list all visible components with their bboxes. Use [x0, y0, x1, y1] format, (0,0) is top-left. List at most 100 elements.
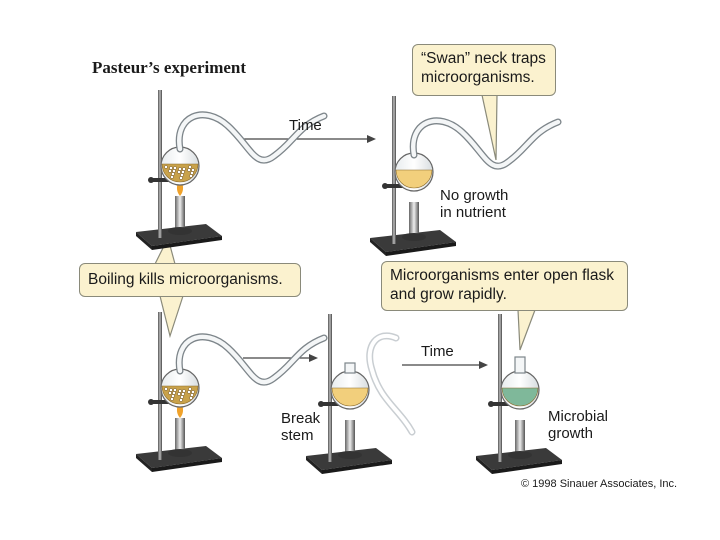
bubble [181, 392, 185, 396]
burner-base [402, 233, 426, 241]
callout-swan-line-2: microorganisms. [421, 69, 535, 86]
label-no-growth-line-1: No growth [440, 187, 509, 204]
bubble [191, 390, 195, 394]
stand-base [476, 448, 562, 470]
swan-neck-glass [177, 112, 327, 163]
bubble [188, 387, 192, 391]
clamp-knob [488, 401, 494, 407]
burner-tube [515, 420, 525, 454]
bubble [172, 169, 176, 173]
bubble [179, 398, 183, 402]
label-no-growth: No growth in nutrient [440, 187, 508, 221]
bubble [170, 397, 174, 401]
callout-swan-neck: “Swan” neck traps microorganisms. [412, 44, 556, 96]
stand-base-front [152, 458, 222, 472]
burner-base [338, 451, 362, 459]
bubble [187, 390, 191, 394]
stand-clamp [150, 178, 176, 182]
bubble [168, 169, 172, 173]
arrow-to-break [243, 354, 318, 362]
burner-base [508, 451, 532, 459]
bubble [190, 171, 194, 175]
apparatus-microbial-growth [476, 314, 562, 474]
stand-pole [498, 314, 502, 462]
callout-swan-line-1: “Swan” neck traps [421, 50, 546, 67]
apparatus-broken-stem [306, 314, 392, 474]
stand-pole [392, 96, 396, 244]
stand-clamp [320, 402, 346, 406]
bubble [170, 175, 174, 179]
stand-base-edge [136, 454, 152, 472]
bubble [182, 389, 186, 393]
burner-tube [175, 196, 185, 230]
bubble [188, 165, 192, 169]
broth [501, 387, 539, 407]
short-neck [514, 356, 526, 374]
callout-open-flask: Microorganisms enter open flask and grow… [381, 261, 628, 311]
bubble [179, 176, 183, 180]
copyright-notice: © 1998 Sinauer Associates, Inc. [521, 478, 678, 490]
stand-base-front [386, 242, 456, 256]
swan-callout-pointer [481, 94, 498, 161]
broth [395, 169, 433, 189]
bubble [164, 387, 168, 391]
label-time-top: Time [289, 117, 322, 134]
label-break-line-2: stem [281, 427, 314, 444]
bubble [169, 388, 173, 392]
broth [331, 387, 369, 407]
burner-tube [175, 418, 185, 452]
bubble [180, 173, 184, 177]
bubble [189, 396, 193, 400]
bubble [173, 166, 177, 170]
stand-clamp [384, 184, 410, 188]
stand-clamp [490, 402, 516, 406]
burner-base [168, 227, 192, 235]
label-no-growth-line-2: in nutrient [440, 204, 506, 221]
stand-base-front [322, 460, 392, 474]
page-title: Pasteur’s experiment [92, 58, 247, 77]
burner-tube [409, 202, 419, 236]
stand-pole [328, 314, 332, 462]
stand-base-edge [136, 232, 152, 250]
bubble [177, 392, 181, 396]
clamp-knob [318, 401, 324, 407]
clamp-knob [148, 177, 154, 183]
broken-neck-stub [344, 362, 356, 374]
stand-clamp [150, 400, 176, 404]
bubble [189, 174, 193, 178]
label-break-stem: Break stem [281, 410, 320, 444]
clamp-knob [382, 183, 388, 189]
bubble [181, 170, 185, 174]
apparatus-boiling-top [136, 90, 328, 250]
bubble [172, 391, 176, 395]
arrow-time-bottom [402, 361, 488, 369]
bubble [173, 388, 177, 392]
stand-pole [158, 90, 162, 238]
stand-base-edge [306, 456, 322, 474]
open-callout-pointer [517, 309, 536, 351]
label-microbial-growth: Microbial growth [548, 408, 608, 442]
bubble [187, 168, 191, 172]
bubble [169, 166, 173, 170]
callout-boiling: Boiling kills microorganisms. [79, 263, 301, 297]
burner-tube [345, 420, 355, 454]
apparatus-no-growth [370, 96, 562, 256]
bubble [180, 395, 184, 399]
bubble [171, 172, 175, 176]
stand-base [136, 446, 222, 468]
clamp-knob [148, 399, 154, 405]
bubble [171, 394, 175, 398]
bubble [182, 167, 186, 171]
bubble [191, 168, 195, 172]
stand-base-front [152, 236, 222, 250]
swan-neck-glass [411, 118, 561, 169]
stand-base [136, 224, 222, 246]
swan-neck-glass [177, 334, 327, 385]
bubble [178, 389, 182, 393]
label-break-line-1: Break [281, 410, 321, 427]
stand-base-front [492, 460, 562, 474]
broken-neck-piece-inner [367, 333, 414, 434]
stand-base-edge [370, 238, 386, 256]
stand-base [370, 230, 456, 252]
